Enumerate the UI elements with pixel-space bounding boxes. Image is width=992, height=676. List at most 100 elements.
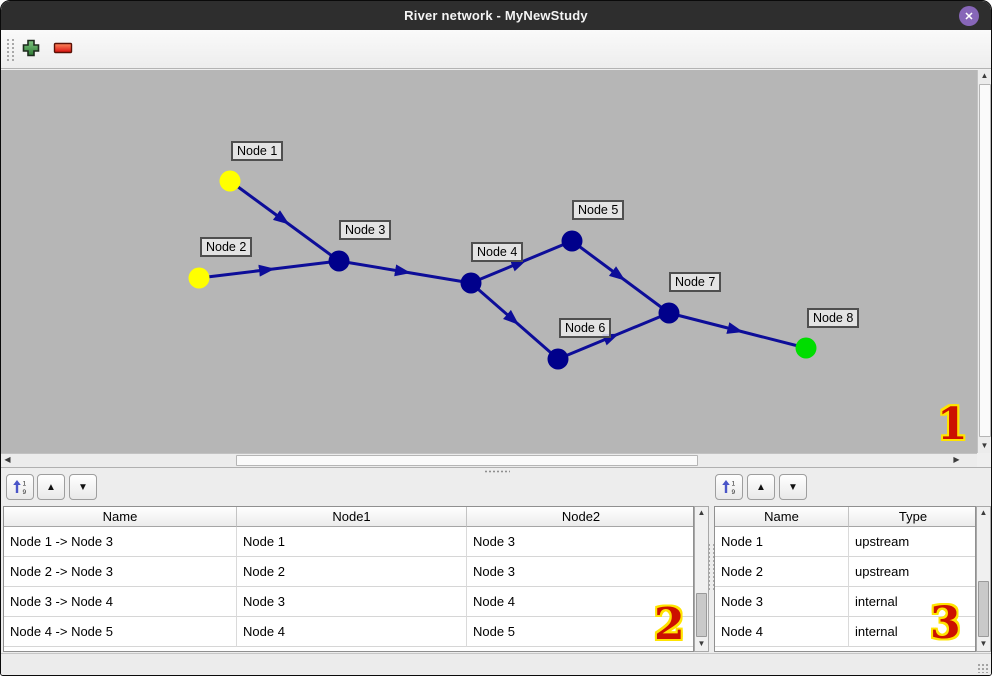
graph-edge[interactable] (470, 281, 559, 361)
column-header-node2[interactable]: Node2 (467, 507, 693, 527)
sort-rows-icon: 1 9 (722, 480, 736, 495)
graph-edge[interactable] (668, 311, 807, 350)
cell[interactable]: Node 1 -> Node 3 (4, 527, 237, 557)
scroll-down-icon[interactable]: ▼ (697, 639, 706, 648)
node-label[interactable]: Node 8 (807, 308, 860, 328)
edges-move-up-button[interactable]: ▲ (37, 474, 65, 500)
scroll-right-icon[interactable]: ▶ (953, 455, 960, 464)
node-label[interactable]: Node 3 (339, 220, 392, 240)
scroll-up-icon[interactable]: ▲ (979, 508, 988, 517)
edges-sort-button[interactable]: 1 9 (6, 474, 34, 500)
add-node-button[interactable] (22, 39, 40, 60)
cell[interactable]: Node 2 -> Node 3 (4, 557, 237, 587)
scroll-up-icon[interactable]: ▲ (697, 508, 706, 517)
splitter-grip-icon (484, 470, 510, 473)
cell[interactable]: Node 2 (237, 557, 467, 587)
edges-move-down-button[interactable]: ▼ (69, 474, 97, 500)
cell[interactable]: Node 4 -> Node 5 (4, 617, 237, 647)
svg-text:9: 9 (23, 489, 27, 495)
edges-table-vscrollbar[interactable]: ▲ ▼ (694, 506, 709, 652)
graph-node[interactable] (328, 250, 350, 272)
scroll-up-icon[interactable]: ▲ (980, 71, 989, 80)
scroll-down-icon[interactable]: ▼ (979, 639, 988, 648)
node-label[interactable]: Node 5 (572, 200, 625, 220)
resize-grip[interactable] (977, 663, 989, 673)
graph-node[interactable] (547, 348, 569, 370)
cell[interactable]: Node 1 (237, 527, 467, 557)
network-canvas[interactable]: Node 1 Node 2 Node 3 Node 4 Node 5 Node 6 Node… (1, 70, 977, 453)
graph-node[interactable] (460, 272, 482, 294)
column-header-type[interactable]: Type (849, 507, 975, 527)
cell[interactable]: Node 4 (715, 617, 849, 647)
cell[interactable]: Node 2 (715, 557, 849, 587)
cell[interactable]: internal (849, 617, 975, 647)
graph-node[interactable] (795, 337, 817, 359)
graph-edge[interactable] (571, 239, 670, 315)
cell[interactable]: Node 3 (237, 587, 467, 617)
node-label[interactable]: Node 6 (559, 318, 612, 338)
status-bar (1, 653, 991, 675)
remove-node-button[interactable] (53, 42, 73, 57)
cell[interactable]: Node 3 (715, 587, 849, 617)
toolbar-drag-handle[interactable] (7, 39, 14, 61)
cell[interactable]: Node 3 -> Node 4 (4, 587, 237, 617)
nodes-sort-button[interactable]: 1 9 (715, 474, 743, 500)
close-button[interactable]: ✕ (959, 6, 979, 26)
move-up-icon: ▲ (756, 481, 766, 493)
graph-edge[interactable] (557, 311, 670, 361)
graph-node[interactable] (219, 170, 241, 192)
canvas-vscrollbar[interactable]: ▲ ▼ (977, 70, 991, 453)
minus-icon (53, 42, 73, 54)
graph-edge[interactable] (229, 179, 340, 263)
column-header-name[interactable]: Name (715, 507, 849, 527)
nodes-move-up-button[interactable]: ▲ (747, 474, 775, 500)
cell[interactable]: Node 1 (715, 527, 849, 557)
node-label[interactable]: Node 7 (669, 272, 722, 292)
nodes-move-down-button[interactable]: ▼ (779, 474, 807, 500)
cell[interactable]: Node 3 (467, 527, 693, 557)
cell[interactable]: upstream (849, 557, 975, 587)
graph-node[interactable] (561, 230, 583, 252)
scroll-left-icon[interactable]: ◀ (4, 455, 11, 464)
cell[interactable]: Node 4 (467, 587, 693, 617)
node-label[interactable]: Node 4 (471, 242, 524, 262)
titlebar[interactable]: River network - MyNewStudy ✕ (1, 1, 991, 30)
column-header-node1[interactable]: Node1 (237, 507, 467, 527)
graph-edge[interactable] (198, 259, 340, 280)
sort-rows-icon: 1 9 (13, 480, 27, 495)
graph-edge[interactable] (470, 239, 573, 285)
cell[interactable]: Node 5 (467, 617, 693, 647)
cell[interactable]: upstream (849, 527, 975, 557)
node-label[interactable]: Node 2 (200, 237, 253, 257)
canvas-hscrollbar[interactable]: ◀ ▶ (1, 453, 977, 467)
plus-icon (22, 39, 40, 57)
hscroll-thumb[interactable] (236, 455, 698, 466)
graph-edge[interactable] (338, 259, 472, 285)
edges-scroll-thumb[interactable] (696, 593, 707, 637)
graph-node[interactable] (658, 302, 680, 324)
horizontal-splitter[interactable] (1, 467, 991, 474)
node-label[interactable]: Node 1 (231, 141, 284, 161)
cell[interactable]: Node 3 (467, 557, 693, 587)
graph-node[interactable] (188, 267, 210, 289)
nodes-table-vscrollbar[interactable]: ▲ ▼ (976, 506, 991, 652)
vscroll-thumb[interactable] (979, 84, 991, 437)
nodes-scroll-thumb[interactable] (978, 581, 989, 637)
move-up-icon: ▲ (46, 481, 56, 493)
scroll-down-icon[interactable]: ▼ (980, 441, 989, 450)
cell[interactable]: internal (849, 587, 975, 617)
cell[interactable]: Node 4 (237, 617, 467, 647)
column-header-name[interactable]: Name (4, 507, 237, 527)
